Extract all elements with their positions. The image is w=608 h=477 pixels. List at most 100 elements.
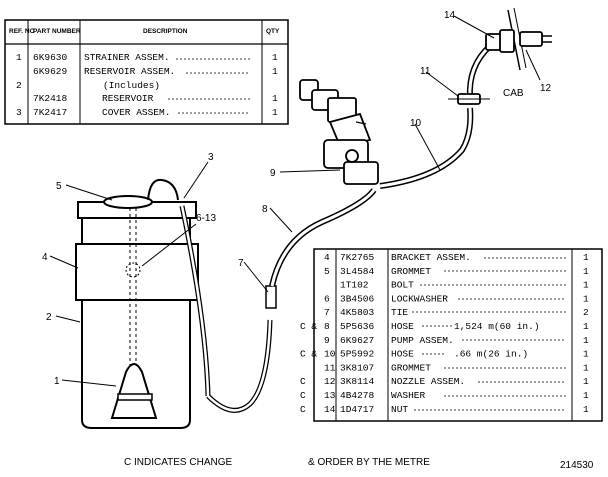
table-cell: 1 — [272, 93, 278, 104]
header-ref: REF. NO — [9, 28, 35, 35]
table-cell: 6K9630 — [33, 52, 68, 63]
table-cell: TIE — [391, 307, 408, 318]
table-cell: C — [300, 404, 306, 415]
table-cell: 7K2417 — [33, 107, 67, 118]
table-cell: 2 — [16, 80, 22, 91]
callout-10: 10 — [410, 118, 422, 129]
table-cell: 9 — [324, 335, 330, 346]
table-cell: NOZZLE ASSEM. — [391, 376, 465, 387]
cab-nozzle-assembly — [448, 7, 552, 105]
table-cell: 5P5636 — [340, 321, 375, 332]
table-cell: 3K8107 — [340, 362, 374, 373]
callout-1: 1 — [54, 376, 60, 387]
table-cell: 1 — [583, 266, 589, 277]
callout-2: 2 — [46, 312, 52, 323]
table-cell: BRACKET ASSEM. — [391, 252, 471, 263]
drawing-number: 214530 — [560, 460, 594, 471]
parts-table-top: REF. NO PART NUMBER DESCRIPTION QTY 1 6K… — [4, 19, 289, 125]
table-cell: 1,524 m(60 in.) — [454, 321, 540, 332]
callout-14: 14 — [444, 10, 456, 21]
table-cell: BOLT — [391, 280, 414, 291]
table-cell: 8 — [324, 321, 330, 332]
table-cell: 1 — [583, 376, 589, 387]
table-cell: LOCKWASHER — [391, 293, 448, 304]
table-cell: C & — [300, 349, 317, 360]
table-cell: C & — [300, 321, 317, 332]
table-cell: 14 — [324, 404, 336, 415]
table-cell: GROMMET — [391, 362, 431, 373]
table-cell: 1T102 — [340, 280, 369, 291]
table-cell: RESERVOIR ASSEM. — [84, 66, 175, 77]
table-cell: 11 — [324, 362, 336, 373]
table-cell: 1 — [583, 252, 589, 263]
table-cell: 1 — [583, 280, 589, 291]
table-cell: C — [300, 376, 306, 387]
callout-3: 3 — [208, 152, 214, 163]
table-cell: 1 — [583, 293, 589, 304]
table-cell: 7 — [324, 307, 330, 318]
table-cell: 1 — [16, 52, 22, 63]
header-description: DESCRIPTION — [143, 28, 188, 35]
table-cell: 7K2765 — [340, 252, 375, 263]
table-cell: (Includes) — [103, 80, 160, 91]
table-cell: COVER ASSEM. — [102, 107, 170, 118]
callout-11: 11 — [420, 66, 431, 77]
table-cell: 1 — [583, 362, 589, 373]
table-cell: 7K2418 — [33, 93, 68, 104]
table-cell: HOSE — [391, 321, 414, 332]
table-cell: 6K9629 — [33, 66, 68, 77]
callout-6-13: 6-13 — [196, 213, 216, 224]
header-qty: QTY — [266, 28, 280, 35]
table-cell: 6 — [324, 293, 330, 304]
table-cell: 2 — [583, 307, 589, 318]
table-cell: 3L4584 — [340, 266, 375, 277]
table-cell: 3 — [16, 107, 22, 118]
table-cell: C — [300, 390, 306, 401]
callout-12: 12 — [540, 83, 552, 94]
pump-assembly — [299, 79, 379, 185]
table-cell: NUT — [391, 404, 408, 415]
table-cell: 1 — [272, 66, 278, 77]
table-cell: 1 — [583, 404, 589, 415]
table-cell: 4B4278 — [340, 390, 375, 401]
table-cell: 3K8114 — [340, 376, 375, 387]
table-cell: 13 — [324, 390, 336, 401]
table-cell: 10 — [324, 349, 336, 360]
order-legend: & ORDER BY THE METRE — [308, 457, 430, 468]
table-cell: 3B4506 — [340, 293, 375, 304]
table-cell: STRAINER ASSEM. — [84, 52, 170, 63]
leader-lines — [49, 15, 541, 387]
table-cell: 5P5992 — [340, 349, 375, 360]
table-cell: 5 — [324, 266, 330, 277]
header-part-number: PART NUMBER — [33, 28, 81, 35]
table-cell: 1 — [583, 390, 589, 401]
callout-5: 5 — [56, 181, 62, 192]
callout-labels: 1 2 4 5 3 6-13 7 8 9 10 11 14 12 CAB — [42, 10, 552, 387]
table-cell: 12 — [324, 376, 336, 387]
table-cell: RESERVOIR — [102, 93, 154, 104]
callout-8: 8 — [262, 204, 268, 215]
callout-7: 7 — [238, 258, 244, 269]
change-legend: C INDICATES CHANGE — [124, 457, 232, 468]
table-cell: HOSE — [391, 349, 414, 360]
table-cell: 4 — [324, 252, 330, 263]
table-cell: GROMMET — [391, 266, 431, 277]
table-cell: 1 — [272, 52, 278, 63]
table-cell: .66 m(26 in.) — [454, 349, 528, 360]
table-cell: 4K5803 — [340, 307, 375, 318]
table-cell: 1 — [272, 107, 278, 118]
table-cell: 1 — [583, 349, 589, 360]
reservoir-assembly — [75, 178, 199, 429]
callout-9: 9 — [270, 168, 276, 179]
table-cell: 1 — [583, 321, 589, 332]
table-cell: 1 — [583, 335, 589, 346]
table-cell: 6K9627 — [340, 335, 374, 346]
footer: C INDICATES CHANGE & ORDER BY THE METRE … — [124, 457, 594, 471]
table-cell: PUMP ASSEM. — [391, 335, 454, 346]
callout-4: 4 — [42, 252, 48, 263]
table-cell: WASHER — [391, 390, 426, 401]
cab-label: CAB — [503, 88, 524, 99]
table-cell: 1D4717 — [340, 404, 374, 415]
